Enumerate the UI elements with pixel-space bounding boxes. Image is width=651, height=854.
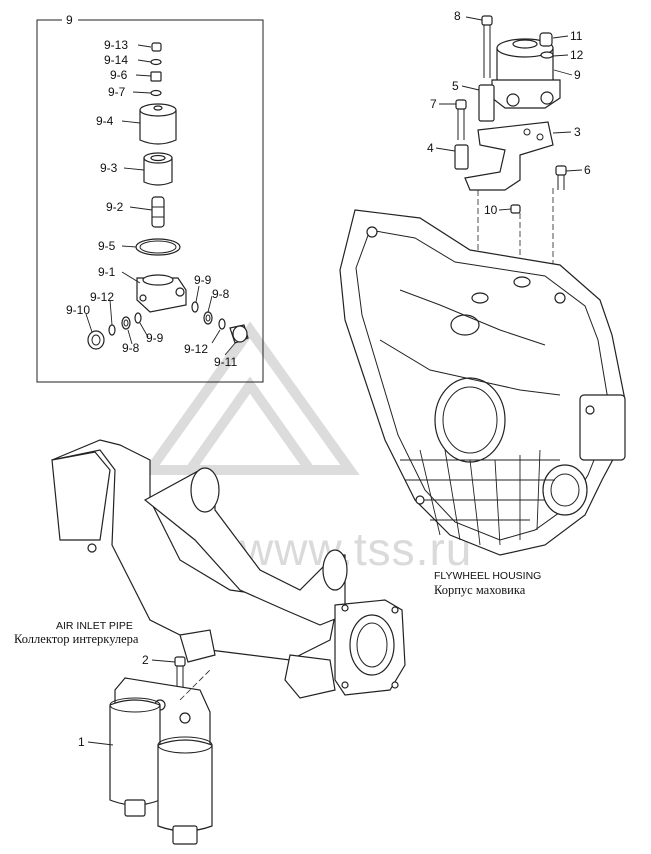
fuel-filter-assembly [109,656,213,845]
callout-6: 6 [584,163,591,177]
air-inlet-pipe-drawing [51,439,406,699]
watermark-text: www.tss.ru [239,523,472,575]
callout-3: 3 [574,125,581,139]
callout-9-3: 9-3 [100,161,118,175]
callout-9: 9 [574,68,581,82]
callout-9-5: 9-5 [98,239,116,253]
inset-assembly-9: 9 [36,12,264,383]
callout-9-1: 9-1 [98,265,116,279]
caption-flywheel-ru: Корпус маховика [434,583,526,597]
callout-9-14: 9-14 [104,53,128,67]
flywheel-housing-drawing [339,209,626,556]
callout-9-8-upper: 9-8 [212,287,230,301]
callout-9-7: 9-7 [108,85,126,99]
callout-9-9-upper: 9-9 [194,273,212,287]
callout-9-13: 9-13 [104,38,128,52]
callout-9-2: 9-2 [106,200,124,214]
caption-flywheel-en: FLYWHEEL HOUSING [434,570,541,582]
callout-2: 2 [142,653,149,667]
watermark: www.tss.ru [140,321,472,575]
inset-leader-lines [85,44,237,356]
inset-frame [36,19,264,383]
main-leader-lines [87,16,583,746]
callout-12: 12 [570,48,584,62]
main-callouts: 8 11 12 9 5 7 3 4 6 10 2 1 [78,9,591,749]
callout-9-8-lower: 9-8 [122,341,140,355]
caption-air-inlet-en: AIR INLET PIPE [56,620,133,632]
callout-9-10: 9-10 [66,303,90,317]
callout-11: 11 [570,29,583,43]
inset-parts [87,42,249,350]
callout-9-12-left: 9-12 [90,290,114,304]
callout-4: 4 [427,141,434,155]
inset-title: 9 [66,13,73,27]
callout-10: 10 [484,203,498,217]
callout-9-12-right: 9-12 [184,342,208,356]
callout-9-4: 9-4 [96,114,114,128]
tss-triangle-logo-icon [140,321,360,475]
callout-1: 1 [78,735,85,749]
callout-9-9-lower: 9-9 [146,331,164,345]
callout-9-11: 9-11 [214,355,237,369]
captions: FLYWHEEL HOUSING Корпус маховика AIR INL… [14,570,541,646]
callout-8: 8 [454,9,461,23]
callout-9-6: 9-6 [110,68,128,82]
inset-callouts: 9-13 9-14 9-6 9-7 9-4 9-3 9-2 9-5 9-1 9-… [66,38,237,369]
callout-7: 7 [430,97,437,111]
filter-bracket-assembly [454,15,567,295]
callout-5: 5 [452,79,459,93]
caption-air-inlet-ru: Коллектор интеркулера [14,632,139,646]
